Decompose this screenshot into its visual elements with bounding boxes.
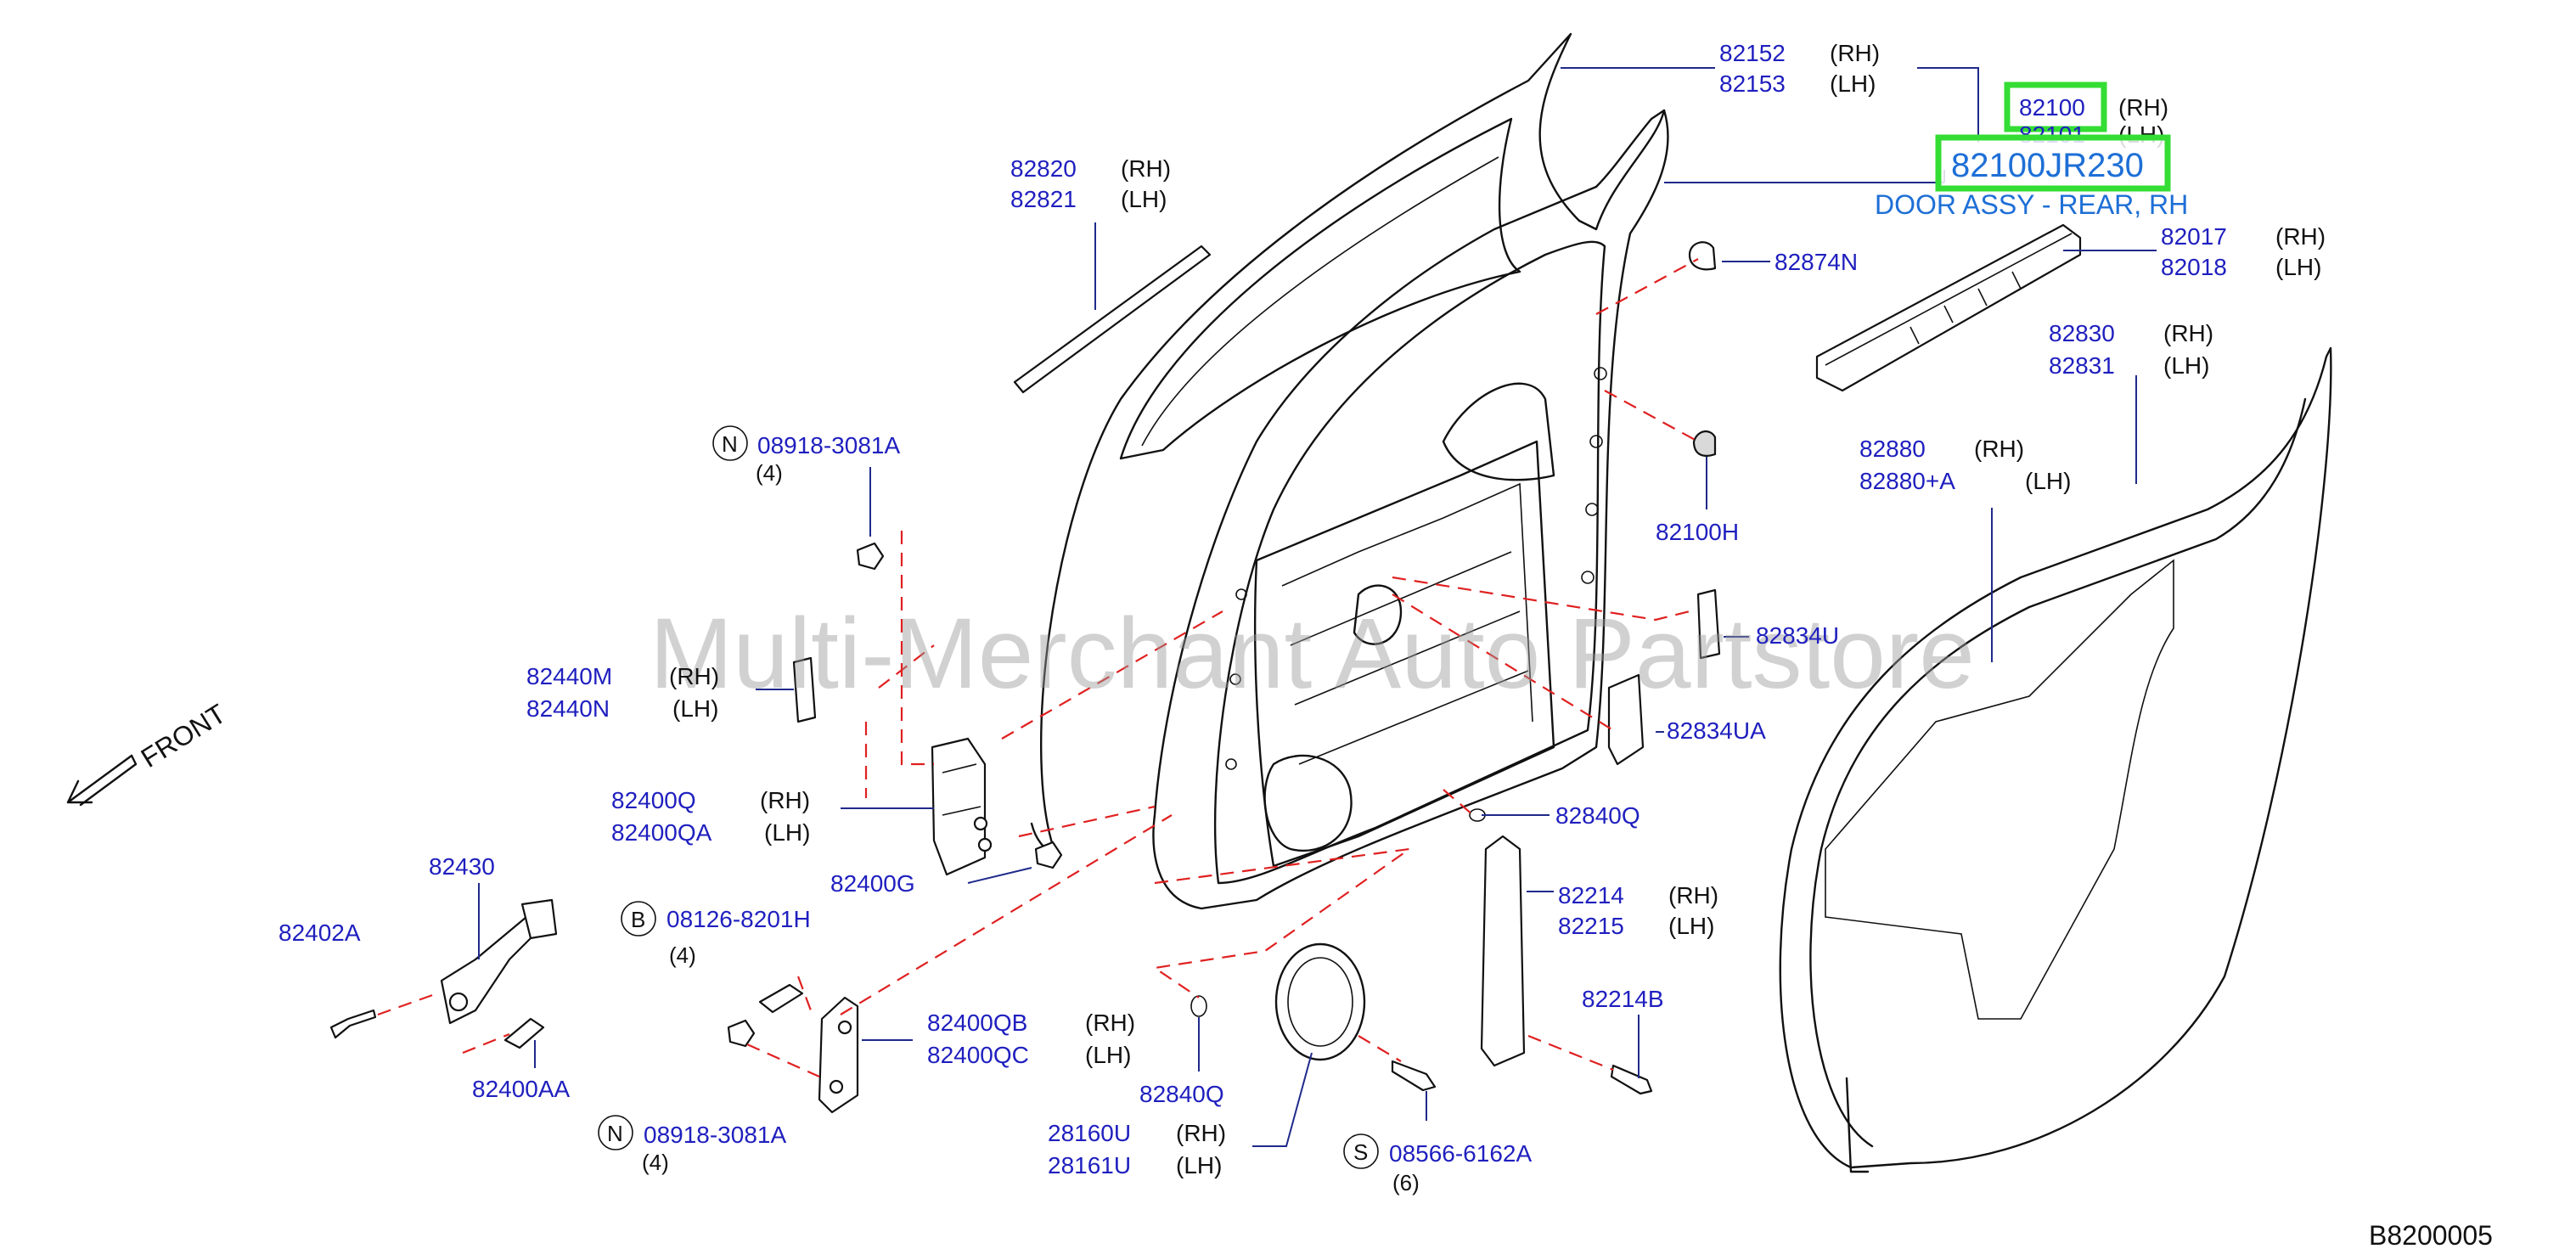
side-label: (LH) — [1085, 1042, 1131, 1068]
side-label: (RH) — [1830, 40, 1880, 66]
badge-circle — [598, 1115, 633, 1150]
part-number[interactable]: 82400G — [830, 870, 915, 897]
side-label: (LH) — [1668, 913, 1714, 939]
part-number[interactable]: 82153 — [1719, 70, 1786, 97]
badge-circle — [712, 425, 748, 461]
part-number[interactable]: 82874N — [1775, 249, 1858, 275]
badge-letter: S — [1353, 1139, 1368, 1165]
side-label: (LH) — [2025, 468, 2071, 494]
side-label: (RH) — [1121, 155, 1171, 182]
part-number[interactable]: 82821 — [1010, 186, 1077, 212]
side-label: (RH) — [1974, 436, 2024, 462]
side-label: (LH) — [1121, 186, 1167, 212]
inner-weatherstrip — [1815, 223, 2082, 392]
part-number[interactable]: 82017 — [2161, 223, 2227, 250]
watermark: Multi-Merchant Auto Partstore — [650, 598, 1975, 710]
quantity: (4) — [642, 1150, 669, 1175]
quantity: (4) — [669, 942, 696, 968]
part-number[interactable]: 82831 — [2049, 352, 2115, 379]
side-label: (RH) — [1085, 1010, 1135, 1036]
front-arrow-icon — [66, 754, 138, 807]
badge-circle — [621, 901, 656, 937]
side-label: (LH) — [1830, 70, 1876, 97]
badge-letter: B — [631, 907, 645, 932]
front-label: FRONT — [136, 698, 232, 773]
part-number[interactable]: 82840Q — [1555, 802, 1640, 829]
part-number[interactable]: 82834UA — [1667, 717, 1766, 744]
part-number[interactable]: 82834U — [1756, 622, 1839, 649]
part-number[interactable]: 82402A — [278, 920, 361, 946]
side-label: (RH) — [2275, 223, 2326, 250]
quantity: (6) — [1392, 1170, 1420, 1195]
door-check — [440, 898, 558, 1025]
part-number[interactable]: 82400QC — [927, 1042, 1029, 1068]
part-number[interactable]: 82430 — [429, 853, 495, 880]
part-number[interactable]: 28161U — [1048, 1152, 1131, 1178]
side-label: (RH) — [669, 663, 719, 689]
hinge-upper — [931, 737, 993, 876]
side-label: (RH) — [2163, 320, 2213, 346]
moulding-strip — [1013, 245, 1212, 394]
badge-letter: N — [722, 431, 738, 457]
quantity: (4) — [756, 460, 783, 486]
part-number[interactable]: 28160U — [1048, 1120, 1131, 1146]
part-number[interactable]: 08918-3081A — [644, 1122, 786, 1148]
part-number[interactable]: 82214 — [1558, 882, 1624, 908]
highlight-box-small — [2004, 82, 2107, 132]
hinge-lower — [818, 996, 859, 1114]
part-number[interactable]: 82820 — [1010, 155, 1077, 182]
side-label: (LH) — [2275, 254, 2321, 280]
part-number[interactable]: 82400Q — [611, 787, 696, 813]
part-number[interactable]: 82214B — [1582, 986, 1664, 1012]
side-label: (LH) — [2163, 352, 2209, 379]
badge-circle — [1343, 1133, 1379, 1169]
part-number[interactable]: 82830 — [2049, 320, 2115, 346]
badge-letter: N — [607, 1121, 623, 1146]
highlight-box-large — [1935, 134, 2171, 192]
part-number[interactable]: 82215 — [1558, 913, 1624, 939]
part-number[interactable]: 82100H — [1656, 519, 1739, 545]
part-number[interactable]: 82840Q — [1139, 1081, 1224, 1107]
part-number[interactable]: 82880 — [1859, 436, 1926, 462]
side-label: (LH) — [1176, 1152, 1222, 1178]
side-label: (RH) — [1176, 1120, 1226, 1146]
sash-channel — [1480, 835, 1526, 1067]
part-number[interactable]: 82018 — [2161, 254, 2227, 280]
part-number[interactable]: 08918-3081A — [757, 432, 900, 458]
part-number[interactable]: 82440N — [526, 695, 610, 722]
grommets-clips — [792, 241, 1721, 1017]
side-label: (RH) — [2118, 94, 2168, 121]
speaker-ring — [1274, 942, 1366, 1061]
door-illustration — [1030, 32, 1669, 910]
part-number[interactable]: 82152 — [1719, 40, 1786, 66]
part-number[interactable]: 82100 — [2019, 94, 2085, 121]
highlight-description: DOOR ASSY - REAR, RH — [1875, 189, 2188, 220]
assembly-dashed-lines — [377, 258, 1699, 1078]
part-number[interactable]: 82400QB — [927, 1010, 1027, 1036]
side-label: (LH) — [764, 819, 810, 846]
callout-labels: 82152 (RH) 82153 (LH) 82100 (RH) 82101 (… — [136, 40, 2493, 1251]
highlight-part-number[interactable]: 82100JR230 — [1951, 147, 2144, 184]
diagram-code: B8200005 — [2369, 1220, 2493, 1251]
part-number[interactable]: 82400AA — [472, 1076, 571, 1102]
side-label: (RH) — [760, 787, 810, 813]
part-number[interactable]: 08126-8201H — [666, 906, 811, 932]
side-label: (LH) — [672, 695, 718, 722]
side-label: (RH) — [1668, 882, 1718, 908]
part-number[interactable]: 82400QA — [611, 819, 712, 846]
part-number[interactable]: 82440M — [526, 663, 612, 689]
part-number[interactable]: 08566-6162A — [1389, 1140, 1532, 1167]
bolts — [329, 542, 1653, 1095]
door-seal — [1779, 346, 2332, 1173]
part-number[interactable]: 82880+A — [1859, 468, 1955, 494]
